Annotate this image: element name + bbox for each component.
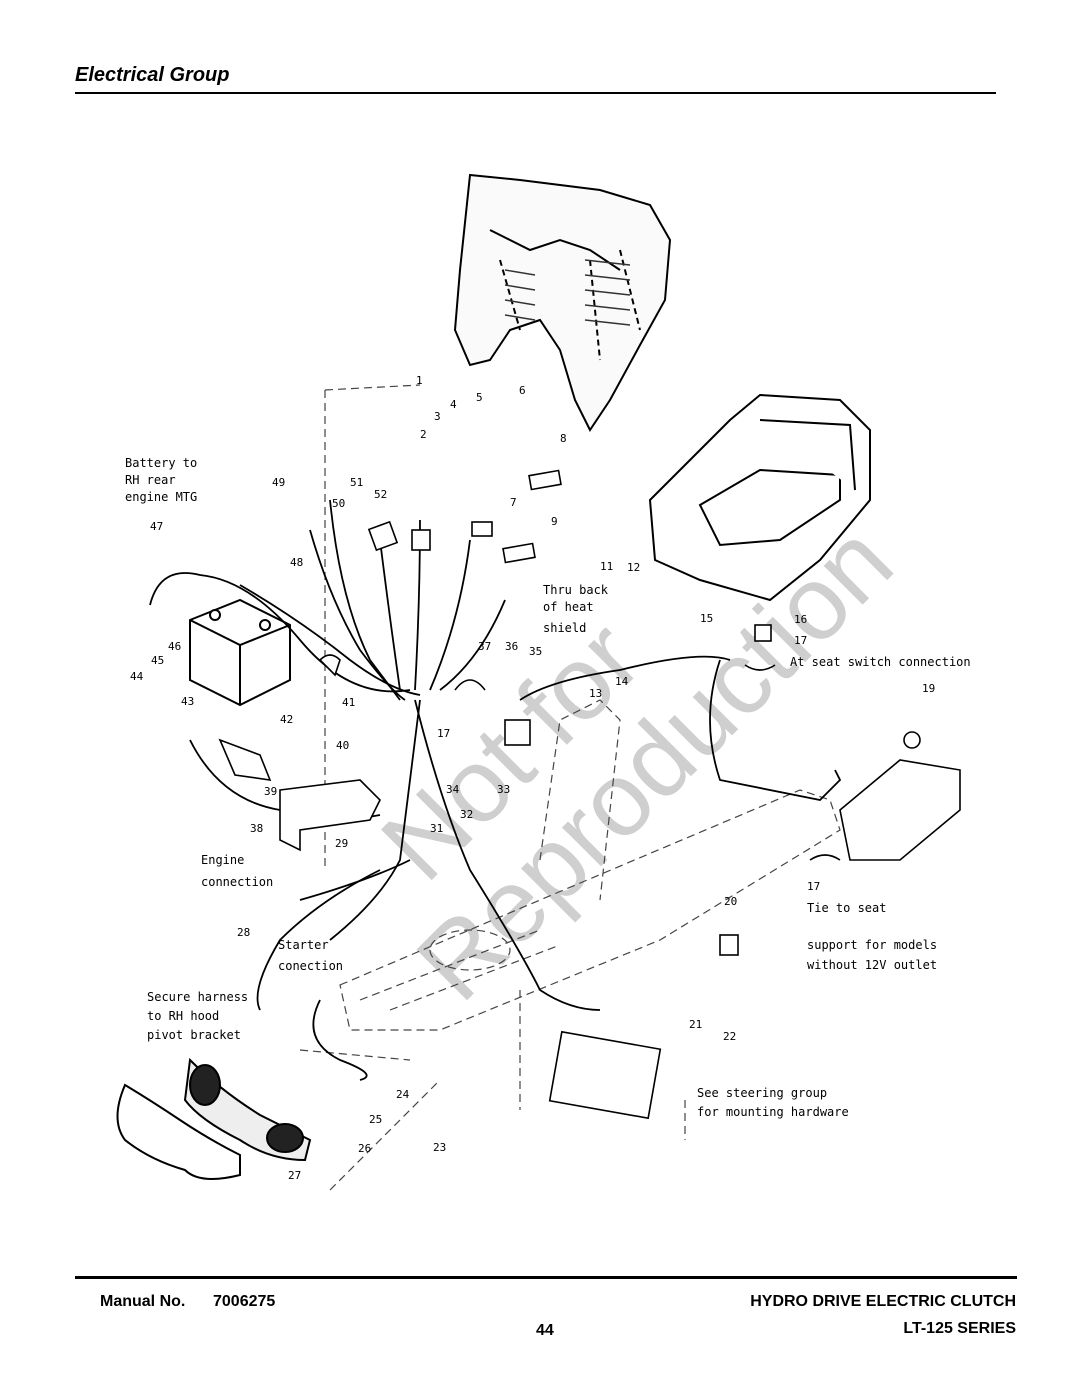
callout-34: 34: [446, 783, 460, 796]
headlights: [116, 1057, 312, 1180]
callout-47: 47: [150, 520, 163, 533]
note-heat-2: of heat: [543, 600, 594, 614]
callout-3: 3: [434, 410, 441, 423]
callout-41: 41: [342, 696, 355, 709]
callout-9: 9: [551, 515, 558, 528]
note-engine-2: connection: [201, 875, 273, 889]
callout-8: 8: [560, 432, 567, 445]
dash-housing: [453, 173, 672, 432]
callout-35: 35: [529, 645, 542, 658]
callout-50: 50: [332, 497, 345, 510]
note-steering-1: See steering group: [697, 1086, 827, 1100]
note-battery-1: Battery to: [125, 456, 197, 470]
callout-52: 52: [374, 488, 387, 501]
callout-11: 11: [600, 560, 613, 573]
callout-2: 2: [420, 428, 427, 441]
callout-45: 45: [151, 654, 164, 667]
callout-26: 26: [358, 1142, 371, 1155]
callout-19: 19: [922, 682, 935, 695]
callout-13: 13: [589, 687, 602, 700]
callout-4: 4: [450, 398, 457, 411]
callout-7: 7: [510, 496, 517, 509]
footer-rule: [75, 1276, 1017, 1279]
page-number: 44: [536, 1322, 554, 1339]
annotations: Battery to RH rear engine MTG Thru back …: [125, 456, 971, 1119]
callout-48: 48: [290, 556, 303, 569]
callout-5: 5: [476, 391, 483, 404]
callout-31: 31: [430, 822, 443, 835]
callout-40: 40: [336, 739, 349, 752]
note-tie-1: Tie to seat: [807, 901, 886, 915]
callout-6: 6: [519, 384, 526, 397]
callout-17c: 17: [807, 880, 820, 893]
callout-42: 42: [280, 713, 293, 726]
battery: [189, 598, 291, 707]
components: [218, 469, 961, 1120]
page-title: Electrical Group: [75, 64, 230, 86]
note-harness-1: Secure harness: [147, 990, 248, 1004]
callout-36: 36: [505, 640, 518, 653]
callout-29: 29: [335, 837, 348, 850]
callout-17a: 17: [794, 634, 807, 647]
note-battery-2: RH rear: [125, 473, 176, 487]
callout-22: 22: [723, 1030, 736, 1043]
note-steering-2: for mounting hardware: [697, 1105, 849, 1119]
seat: [648, 393, 871, 602]
callout-20: 20: [724, 895, 737, 908]
note-heat-3: shield: [543, 621, 586, 635]
note-tie-3: without 12V outlet: [807, 958, 937, 972]
callout-44: 44: [130, 670, 144, 683]
callout-12: 12: [627, 561, 640, 574]
note-harness-2: to RH hood: [147, 1009, 219, 1023]
callout-49: 49: [272, 476, 285, 489]
callout-14: 14: [615, 675, 629, 688]
callout-24: 24: [396, 1088, 410, 1101]
frame: [299, 384, 841, 1191]
callout-16: 16: [794, 613, 807, 626]
note-starter-1: Starter: [278, 938, 329, 952]
callout-25: 25: [369, 1113, 382, 1126]
callout-37: 37: [478, 640, 491, 653]
wiring-harness: [149, 499, 842, 1081]
callouts: 1 2 3 4 5 6 7 8 9 11 12 13 14 15 16 17 1…: [130, 374, 935, 1182]
note-heat-1: Thru back: [543, 583, 609, 597]
note-harness-3: pivot bracket: [147, 1028, 241, 1042]
header-rule: [75, 92, 996, 94]
callout-21: 21: [689, 1018, 702, 1031]
callout-28: 28: [237, 926, 250, 939]
callout-33: 33: [497, 783, 510, 796]
callout-27: 27: [288, 1169, 301, 1182]
note-seat-switch: At seat switch connection: [790, 655, 971, 669]
callout-46: 46: [168, 640, 181, 653]
note-battery-3: engine MTG: [125, 490, 197, 504]
callout-51: 51: [350, 476, 363, 489]
callout-1: 1: [416, 374, 423, 387]
callout-32: 32: [460, 808, 473, 821]
series-name: LT-125 SERIES: [903, 1320, 1016, 1337]
callout-43: 43: [181, 695, 194, 708]
note-starter-2: conection: [278, 959, 343, 973]
manual-number: 7006275: [213, 1293, 276, 1310]
callout-23: 23: [433, 1141, 446, 1154]
manual-label: Manual No.: [100, 1293, 186, 1310]
callout-39: 39: [264, 785, 277, 798]
callout-17b: 17: [437, 727, 450, 740]
note-tie-2: support for models: [807, 938, 937, 952]
callout-15: 15: [700, 612, 713, 625]
note-engine-1: Engine: [201, 853, 244, 867]
callout-38: 38: [250, 822, 263, 835]
product-name: HYDRO DRIVE ELECTRIC CLUTCH: [750, 1293, 1016, 1310]
